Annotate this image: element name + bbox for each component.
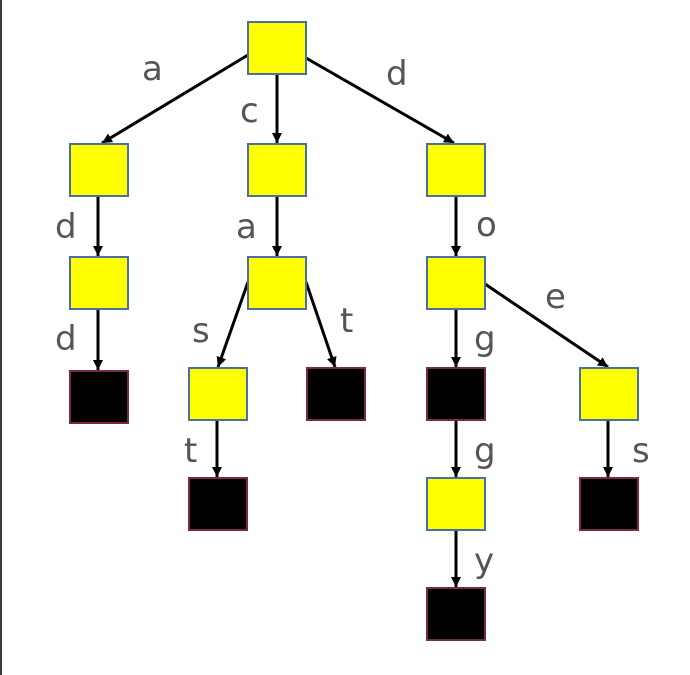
edge-label-ca-cas: s (192, 311, 210, 351)
terminal-node-doggy (426, 587, 486, 641)
terminal-node-cat (306, 367, 366, 421)
edge-label-root-d: d (386, 54, 408, 94)
trie-node-cas (188, 367, 248, 421)
trie-node-ad (69, 256, 129, 310)
trie-node-c (247, 143, 307, 197)
edge-label-dogg-doggy: y (474, 541, 494, 581)
edge-label-cas-cast: t (184, 431, 197, 471)
trie-node-doe (579, 367, 639, 421)
edge-label-d-do: o (476, 205, 497, 245)
edge-ca-cas (216, 281, 250, 368)
trie-node-a (69, 143, 129, 197)
edge-label-c-ca: a (236, 207, 257, 247)
edge-root-d (305, 56, 455, 145)
edge-do-doe (484, 282, 609, 369)
edge-ca-cat (304, 281, 337, 368)
edge-label-dog-dogg: g (474, 431, 496, 471)
edge-root-a (101, 53, 249, 145)
terminal-node-does (579, 477, 639, 531)
trie-node-do (426, 256, 486, 310)
edge-label-doe-does: s (632, 431, 650, 471)
edge-label-do-dog: g (474, 319, 496, 359)
edge-label-do-doe: e (545, 277, 566, 317)
edge-label-root-a: a (142, 49, 163, 89)
edge-label-root-c: c (240, 91, 259, 131)
terminal-node-dog (426, 367, 486, 421)
trie-node-dogg (426, 477, 486, 531)
edge-label-ca-cat: t (340, 301, 353, 341)
edge-label-a-ad: d (55, 207, 77, 247)
trie-node-ca (247, 256, 307, 310)
trie-node-root (247, 21, 307, 75)
terminal-node-cast (188, 477, 248, 531)
trie-node-d (426, 143, 486, 197)
terminal-node-add (69, 370, 129, 424)
edge-label-ad-add: d (55, 319, 77, 359)
